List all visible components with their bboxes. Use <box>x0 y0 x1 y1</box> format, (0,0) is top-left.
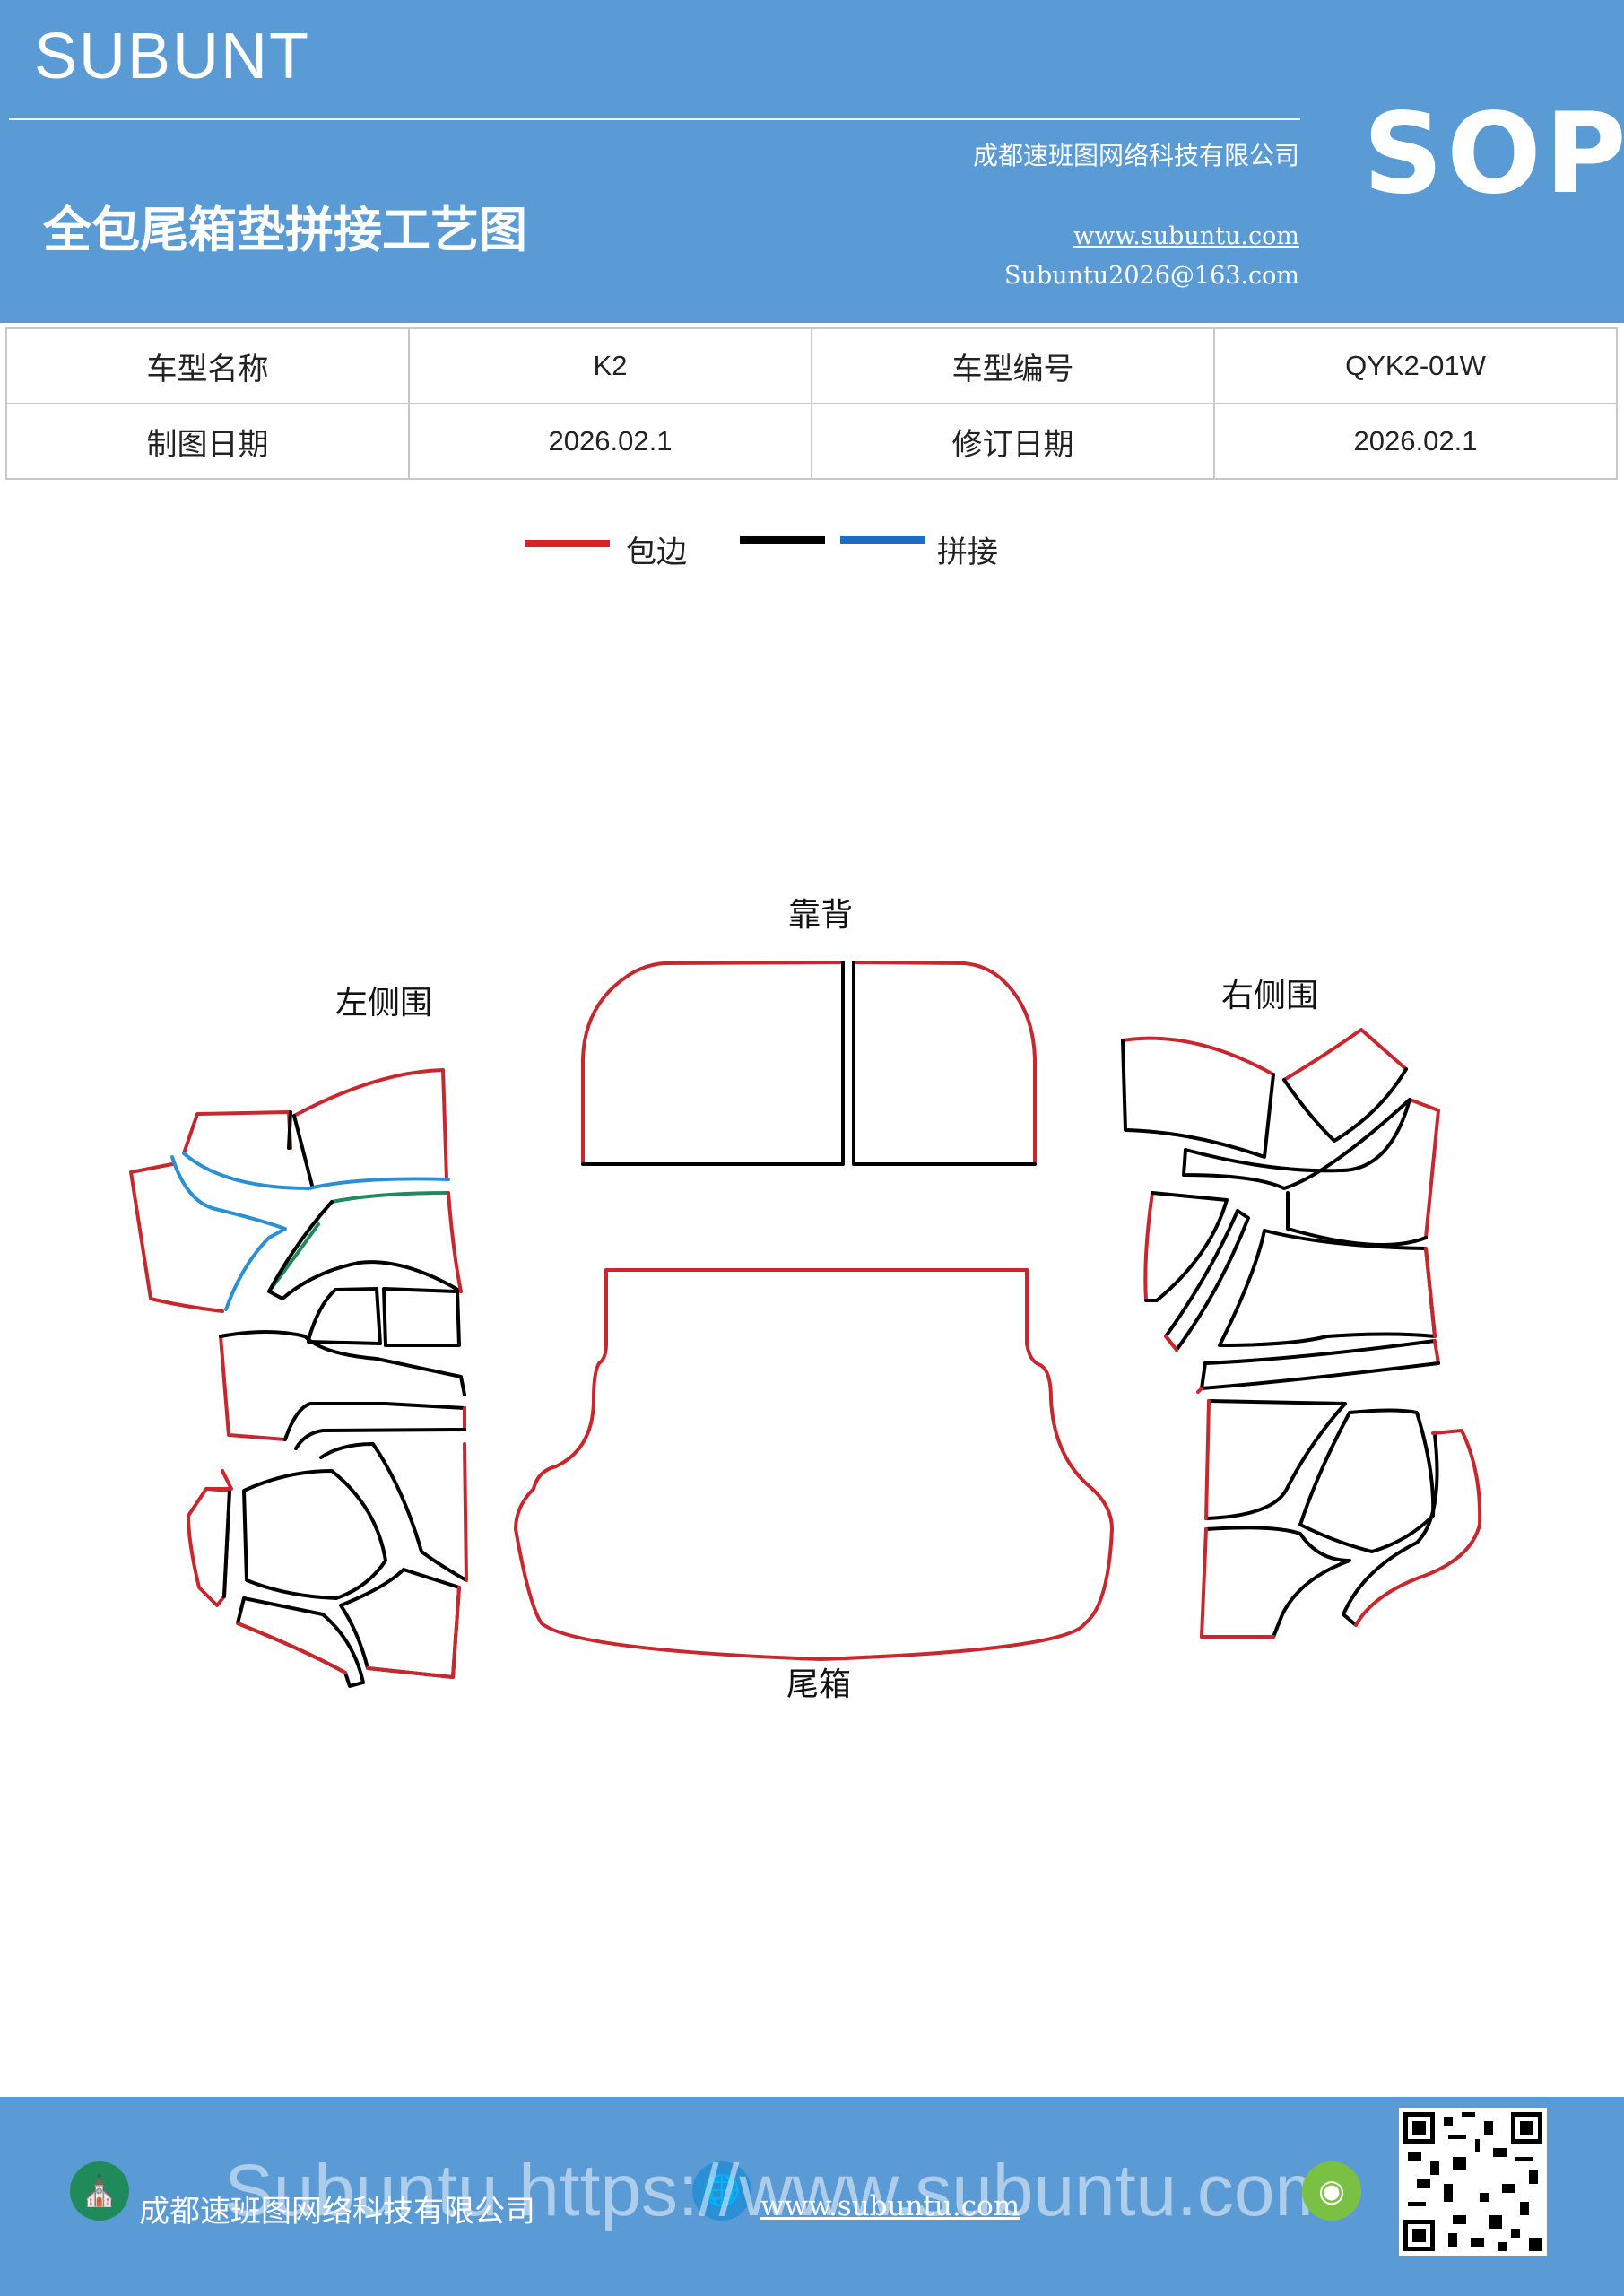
left-piece <box>242 1469 387 1600</box>
label-drawing-date: 制图日期 <box>5 403 410 480</box>
right-piece <box>1204 1399 1211 1520</box>
backrest-right-panel <box>852 961 1037 1166</box>
right-piece <box>1203 1339 1437 1365</box>
left-piece <box>267 1200 463 1300</box>
footer-watermark: Subuntu https://www.subuntu.com <box>224 2150 1336 2231</box>
backrest-right-seam <box>852 961 1037 1166</box>
legend-swatch-splice <box>840 536 925 544</box>
left-piece <box>292 1114 314 1187</box>
header-company-name: 成都速班图网络科技有限公司 <box>972 141 1299 170</box>
left-piece <box>447 1191 463 1293</box>
right-piece <box>1282 1067 1408 1143</box>
right-piece <box>1196 1387 1203 1394</box>
footer-website-link[interactable]: www.subuntu.com <box>760 2190 1020 2222</box>
left-side-panels <box>129 1068 468 1688</box>
left-piece <box>187 1487 231 1607</box>
left-blue-splice <box>170 1152 450 1311</box>
right-piece <box>1144 1191 1229 1302</box>
value-model-name: K2 <box>408 327 812 404</box>
label-left-side: 左侧围 <box>335 985 432 1022</box>
right-piece <box>1424 1247 1437 1338</box>
left-piece <box>294 1428 466 1450</box>
left-piece <box>204 1469 233 1491</box>
left-piece <box>129 1162 224 1313</box>
left-piece <box>219 1335 287 1441</box>
backrest-left-seam <box>581 961 845 1166</box>
value-drawing-date: 2026.02.1 <box>408 403 812 480</box>
qr-code <box>1399 2108 1547 2256</box>
left-piece <box>219 1330 466 1396</box>
label-revision-date: 修订日期 <box>811 403 1215 480</box>
sop-badge: SOP <box>1363 90 1624 219</box>
legend-swatch-seam <box>740 536 825 544</box>
label-model-code: 车型编号 <box>811 327 1215 404</box>
right-piece <box>1433 1339 1440 1365</box>
right-piece <box>1164 1335 1178 1352</box>
right-piece <box>1342 1433 1439 1627</box>
header-email: Subuntu2026@163.com <box>1004 262 1299 290</box>
label-backrest: 靠背 <box>788 897 853 934</box>
brand-name: SUBUNT <box>34 21 311 92</box>
value-revision-date: 2026.02.1 <box>1213 403 1618 480</box>
right-piece <box>1408 1098 1440 1239</box>
info-table: 车型名称 K2 车型编号 QYK2-01W 制图日期 2026.02.1 修订日… <box>5 327 1618 480</box>
right-piece <box>1298 1408 1436 1553</box>
left-piece <box>292 1068 448 1181</box>
value-model-code: QYK2-01W <box>1213 327 1618 404</box>
label-model-name: 车型名称 <box>5 327 410 404</box>
globe-icon: 🌐 <box>692 2161 751 2221</box>
left-piece <box>382 1287 461 1347</box>
document-title: 全包尾箱垫拼接工艺图 <box>43 201 527 258</box>
label-trunk: 尾箱 <box>786 1666 851 1703</box>
right-piece <box>1200 1361 1440 1390</box>
left-piece <box>319 1442 468 1582</box>
footer-company-name: 成都速班图网络科技有限公司 <box>139 2194 535 2230</box>
header-banner: SUBUNT 成都速班图网络科技有限公司 全包尾箱垫拼接工艺图 www.subu… <box>0 0 1624 323</box>
header-divider <box>9 118 1300 120</box>
left-piece <box>182 1110 292 1155</box>
trunk-edge <box>514 1268 1114 1661</box>
right-piece <box>1200 1527 1275 1639</box>
right-piece <box>1204 1399 1347 1520</box>
right-piece <box>1121 1039 1275 1159</box>
table-row: 制图日期 2026.02.1 修订日期 2026.02.1 <box>5 403 1618 480</box>
legend-label-edge: 包边 <box>626 535 687 570</box>
footer-banner: ⛪ 成都速班图网络科技有限公司 🌐 www.subuntu.com Subunt… <box>0 2097 1624 2296</box>
mat-layout-diagram: 靠背 左侧围 右侧围 尾箱 <box>129 897 1482 1703</box>
right-piece <box>1121 1036 1275 1076</box>
left-piece <box>366 1586 461 1679</box>
backrest-left-panel <box>581 961 845 1166</box>
wechat-icon: ◉ <box>1302 2161 1361 2221</box>
left-piece <box>283 1402 466 1441</box>
right-piece <box>1218 1229 1437 1347</box>
legend: 包边 拼接 <box>0 520 1624 574</box>
building-icon: ⛪ <box>70 2161 129 2221</box>
legend-label-splice: 拼接 <box>937 535 998 570</box>
left-piece <box>307 1287 382 1345</box>
header-website-link[interactable]: www.subuntu.com <box>1073 222 1299 250</box>
label-right-side: 右侧围 <box>1221 978 1318 1014</box>
right-side-panels <box>1121 1028 1482 1639</box>
right-piece <box>1204 1526 1351 1639</box>
right-piece <box>1143 1191 1154 1302</box>
backrest-panels <box>581 961 1037 1166</box>
trunk-floor-mat <box>514 1268 1114 1661</box>
left-piece <box>463 1442 468 1582</box>
table-row: 车型名称 K2 车型编号 QYK2-01W <box>5 327 1618 404</box>
left-green-splice <box>267 1191 450 1293</box>
right-piece <box>1354 1429 1482 1627</box>
left-piece <box>222 1489 231 1598</box>
left-piece <box>287 1110 292 1150</box>
legend-swatch-edge <box>525 540 610 547</box>
right-piece <box>1282 1028 1408 1082</box>
left-piece <box>236 1622 347 1674</box>
